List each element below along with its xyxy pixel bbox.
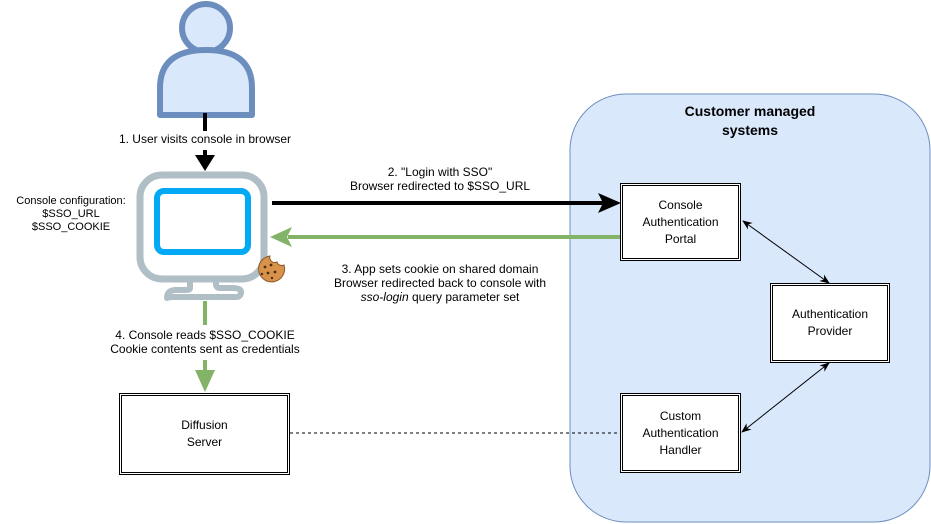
console-config-label: Console configuration: $SSO_URL $SSO_COO…: [6, 195, 136, 234]
provider-line2: Provider: [807, 324, 853, 338]
step3-arrow: [270, 227, 620, 247]
step4-line2: Cookie contents sent as credentials: [110, 342, 300, 356]
step1-label: 1. User visits console in browser: [95, 132, 315, 146]
authentication-provider-node[interactable]: Authentication Provider: [770, 283, 890, 363]
step4-line1: 4. Console reads $SSO_COOKIE: [115, 328, 295, 342]
console-config-sso-url: $SSO_URL: [42, 208, 100, 220]
handler-line1: Custom: [659, 408, 702, 423]
step3-label: 3. App sets cookie on shared domain Brow…: [300, 262, 580, 304]
diffusion-server-node[interactable]: Diffusion Server: [119, 393, 290, 475]
step2-line1: 2. "Login with SSO": [387, 165, 493, 179]
portal-line2: Authentication: [642, 214, 719, 229]
portal-line3: Portal: [664, 231, 697, 246]
step2-line2: Browser redirected to $SSO_URL: [349, 179, 531, 193]
custom-authentication-handler-node[interactable]: Custom Authentication Handler: [620, 393, 741, 473]
cookie-icon: [258, 255, 286, 283]
step2-arrow: [272, 193, 621, 213]
step4-arrow: [195, 301, 215, 392]
console-config-sso-cookie: $SSO_COOKIE: [31, 221, 111, 233]
console-authentication-portal-node[interactable]: Console Authentication Portal: [620, 183, 741, 261]
step3-param-name: sso-login: [360, 290, 409, 304]
diffusion-line1: Diffusion: [181, 418, 228, 432]
handler-line2: Authentication: [642, 425, 719, 440]
step3-line3-rest: query parameter set: [408, 290, 520, 304]
console-config-title: Console configuration:: [16, 195, 126, 207]
step3-line2: Browser redirected back to console with: [333, 276, 547, 290]
step1-text: 1. User visits console in browser: [118, 132, 292, 146]
step3-line3: sso-login query parameter set: [300, 290, 580, 304]
step2-label: 2. "Login with SSO" Browser redirected t…: [300, 165, 580, 193]
group-title-line2: systems: [721, 122, 779, 138]
customer-systems-title: Customer managed systems: [640, 102, 860, 140]
user-icon: [157, 1, 255, 118]
diffusion-line2: Server: [186, 435, 223, 449]
provider-line1: Authentication: [791, 307, 869, 321]
step4-label: 4. Console reads $SSO_COOKIE Cookie cont…: [80, 328, 330, 356]
monitor-icon: [136, 171, 268, 301]
provider-handler-connector: [741, 362, 830, 433]
step3-line1: 3. App sets cookie on shared domain: [341, 262, 539, 276]
portal-provider-connector: [742, 220, 830, 284]
group-title-line1: Customer managed: [684, 103, 816, 119]
portal-line1: Console: [658, 197, 703, 212]
handler-line3: Handler: [659, 442, 702, 457]
step1-arrow: [195, 113, 215, 171]
